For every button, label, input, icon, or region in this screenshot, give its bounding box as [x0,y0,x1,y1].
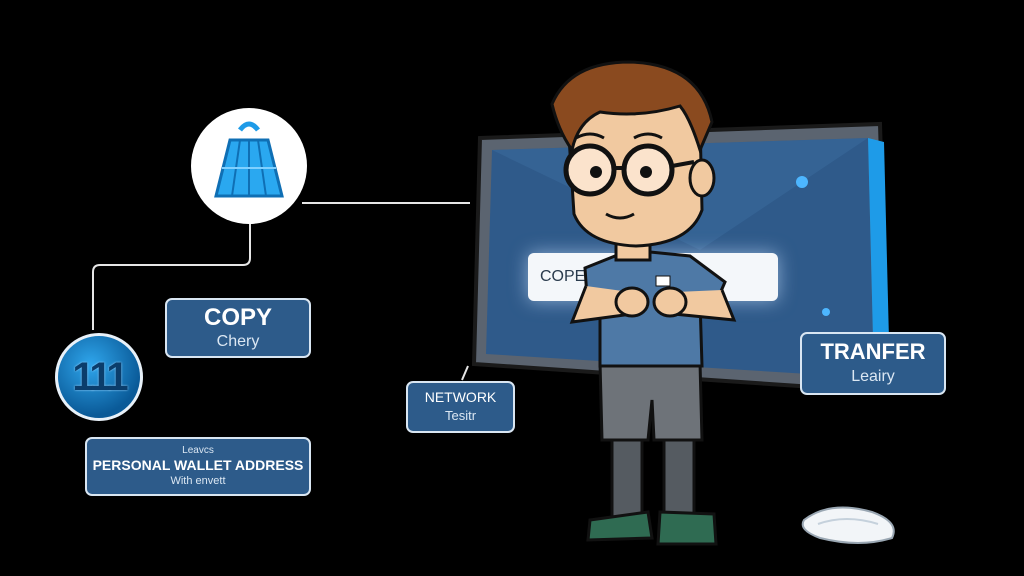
wallet-card-title: PERSONAL WALLET ADDRESS [92,457,304,474]
counter-badge: 111 [55,333,143,421]
counter-badge-value: 111 [72,354,128,399]
wallet-address-card: Leavcs PERSONAL WALLET ADDRESS With enve… [85,437,311,496]
network-card-title: NETWORK [424,389,497,406]
network-card-subtitle: Tesitr [444,407,477,423]
copy-card: COPY Chery [165,298,311,358]
transfer-card-subtitle: Leairy [851,368,895,386]
transfer-card-title: TRANFER [820,339,926,365]
network-card: NETWORK Tesitr [406,381,515,433]
transfer-card: TRANFER Leairy [800,332,946,395]
screen-field-text: COPE [540,268,586,285]
wallet-card-pre-label: Leavcs [182,445,214,457]
copy-card-title: COPY [203,303,272,331]
wallet-card-subtitle: With envett [170,475,226,488]
copy-card-subtitle: Chery [216,332,260,350]
